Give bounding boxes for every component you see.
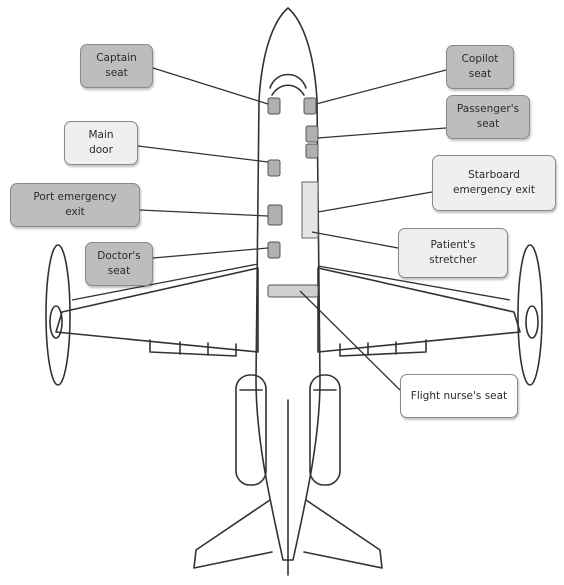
left-wing [55, 267, 259, 353]
leader-left-wing [71, 263, 259, 301]
leader-doctor [152, 247, 269, 259]
right-tip-tank [517, 244, 543, 386]
captain-seat-label: Captain seat [80, 44, 153, 88]
main-door-label: Main door [64, 121, 138, 165]
leader-starboard-exit [317, 191, 433, 213]
patients-stretcher-label: Patient's stretcher [398, 228, 508, 278]
left-engine [235, 374, 267, 486]
passenger-seat-shape [305, 125, 319, 143]
left-tip-tank [45, 244, 71, 386]
leader-stretcher [311, 231, 399, 249]
port-emergency-exit-label: Port emergency exit [10, 183, 140, 227]
horizontal-stabilizer [193, 499, 383, 569]
starboard-emergency-exit-label: Starboard emergency exit [432, 155, 556, 211]
leader-port-exit [139, 209, 269, 217]
leader-copilot [315, 69, 447, 105]
nurse-seat-shape [267, 284, 319, 298]
leader-main-door [137, 145, 269, 163]
copilot-seat-label: Copilot seat [446, 45, 514, 89]
leader-right-wing [317, 265, 511, 301]
main-door-seat-shape [267, 159, 281, 177]
copilot-seat-shape [303, 97, 317, 115]
right-wing [317, 267, 521, 353]
leader-captain [152, 67, 269, 105]
captain-seat-shape [267, 97, 281, 115]
passengers-seat-label: Passenger's seat [446, 95, 530, 139]
leader-passenger [317, 127, 447, 139]
flight-nurses-seat-label: Flight nurse's seat [400, 374, 518, 418]
doctor-seat-shape [267, 241, 281, 259]
doctors-seat-label: Doctor's seat [85, 242, 153, 286]
right-engine [309, 374, 341, 486]
stretcher-shape [301, 181, 319, 239]
leader-nurse [299, 290, 401, 391]
cockpit-window [269, 73, 307, 89]
port-exit-shape [267, 204, 283, 226]
